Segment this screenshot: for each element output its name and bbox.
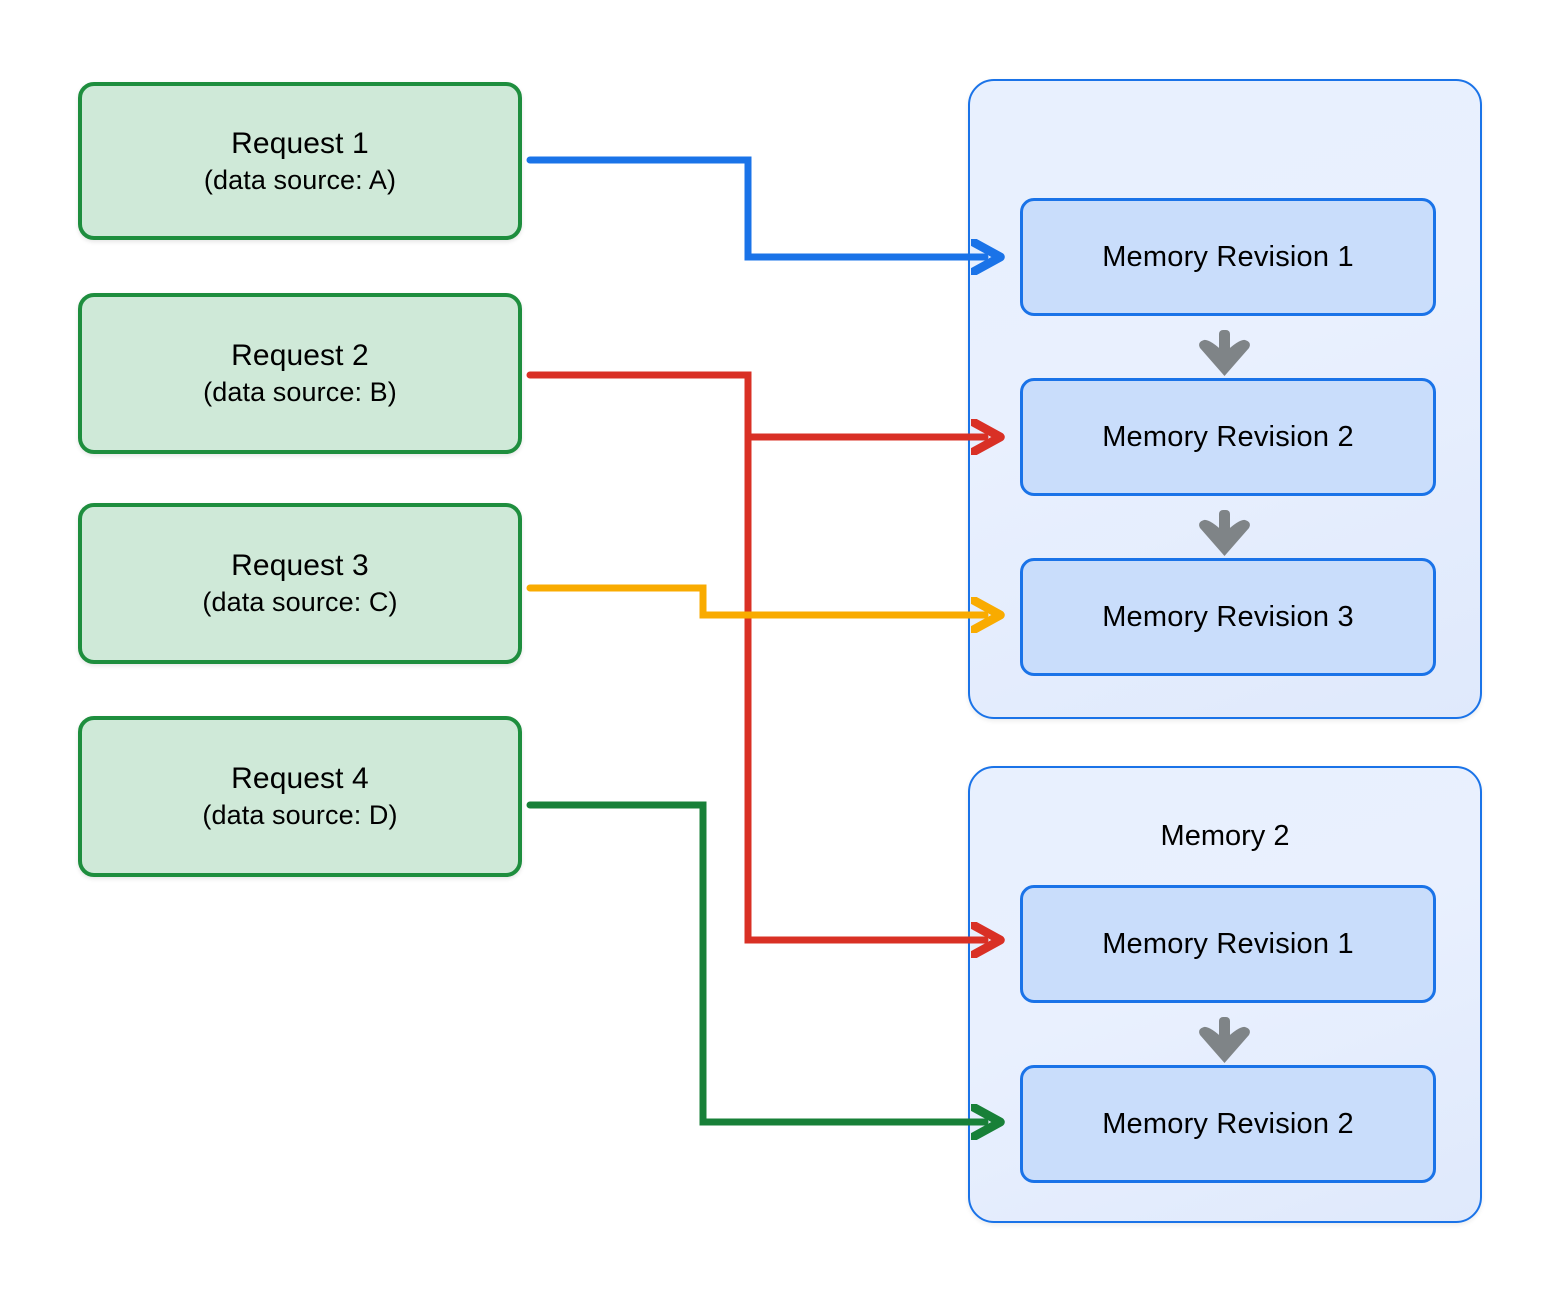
memory-1-revision-1-label: Memory Revision 1 [1102, 240, 1354, 273]
memory-2-title: Memory 2 [1160, 820, 1290, 852]
request-1-title: Request 1 [231, 126, 369, 160]
request-4-subtitle: (data source: D) [202, 800, 398, 831]
request-box-4[interactable]: Request 4 (data source: D) [78, 716, 522, 877]
request-3-subtitle: (data source: C) [202, 587, 398, 618]
wire-request-1-to-memory-1-revision-1 [526, 156, 985, 257]
memory-1-revision-3[interactable]: Memory Revision 3 [1020, 558, 1436, 676]
request-3-title: Request 3 [231, 549, 369, 583]
request-2-title: Request 2 [231, 339, 369, 373]
memory-2-revision-1-label: Memory Revision 1 [1102, 927, 1354, 960]
memory-1-revision-3-label: Memory Revision 3 [1102, 600, 1354, 633]
wire-request-2-to-memory-1-revision-2 [526, 371, 985, 437]
memory-1-revision-1[interactable]: Memory Revision 1 [1020, 198, 1436, 316]
wire-request-2-to-memory-2-revision-1 [744, 433, 985, 940]
request-box-1[interactable]: Request 1 (data source: A) [78, 82, 522, 240]
memory-1-revision-2-label: Memory Revision 2 [1102, 420, 1354, 453]
memory-1-revision-2[interactable]: Memory Revision 2 [1020, 378, 1436, 496]
request-4-title: Request 4 [231, 762, 369, 796]
wire-request-3-to-memory-1-revision-3 [526, 584, 985, 615]
wire-request-4-to-memory-2-revision-2 [526, 801, 985, 1122]
memory-2-revision-1[interactable]: Memory Revision 1 [1020, 885, 1436, 1003]
memory-container-2[interactable]: Memory 2 Memory Revision 1 Memory Revisi… [968, 766, 1482, 1223]
memory-container-1[interactable]: Memory 1 Memory Revision 1 Memory Revisi… [968, 79, 1482, 719]
request-2-subtitle: (data source: B) [203, 377, 397, 408]
memory-2-revision-2-label: Memory Revision 2 [1102, 1107, 1354, 1140]
memory-2-revision-2[interactable]: Memory Revision 2 [1020, 1065, 1436, 1183]
request-1-subtitle: (data source: A) [203, 164, 397, 195]
request-box-3[interactable]: Request 3 (data source: C) [78, 503, 522, 664]
request-box-2[interactable]: Request 2 (data source: B) [78, 293, 522, 454]
